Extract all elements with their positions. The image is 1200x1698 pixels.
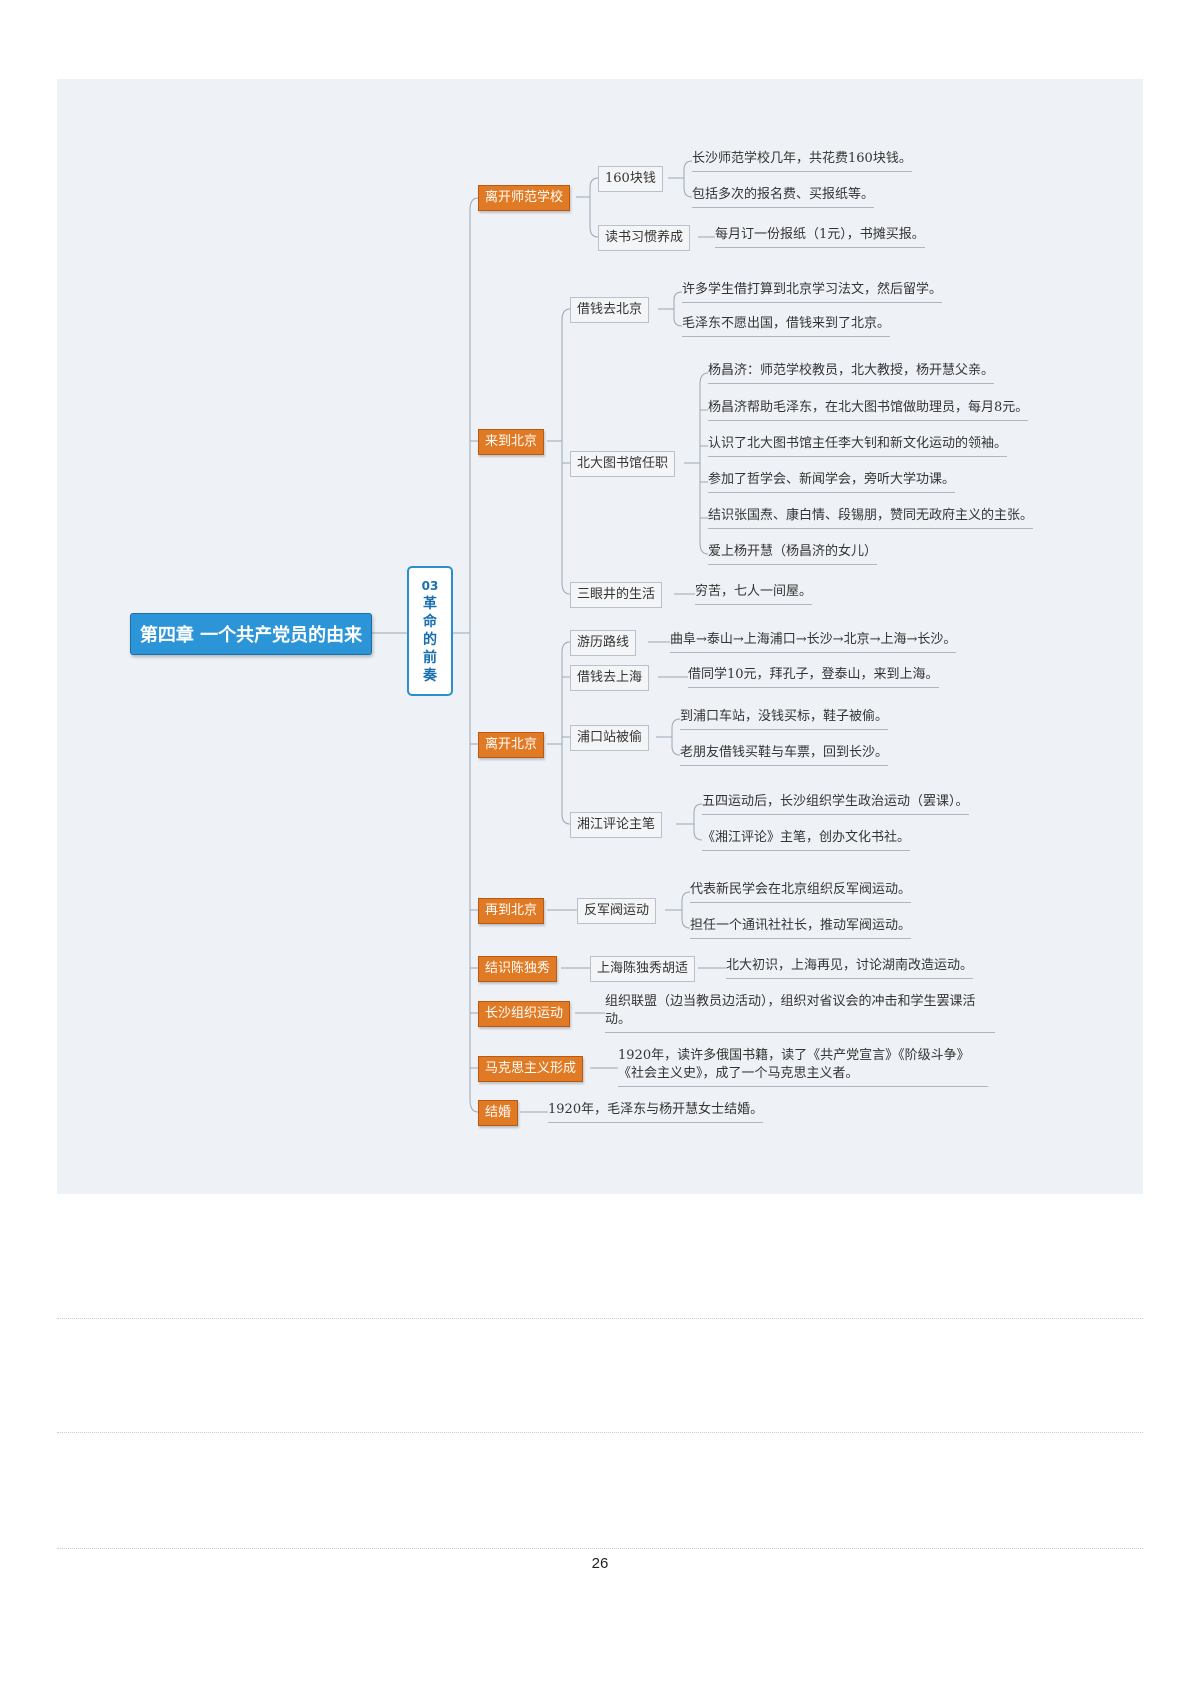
subtopic-xiangjiang-review[interactable]: 湘江评论主笔: [570, 812, 663, 838]
leaf-note: 担任一个通讯社社长，推动军阀运动。: [690, 917, 912, 939]
subtopic-travel-route[interactable]: 游历路线: [570, 630, 637, 656]
leaf-note: 结识张国焘、康白情、段锡朋，赞同无政府主义的主张。: [708, 507, 1034, 529]
leaf-note: 曲阜→泰山→上海浦口→长沙→北京→上海→长沙。: [670, 631, 957, 653]
subtopic-sanyanjing-life[interactable]: 三眼井的生活: [570, 582, 663, 608]
leaf-note: 杨昌济：师范学校教员，北大教授，杨开慧父亲。: [708, 362, 995, 384]
leaf-note: 认识了北大图书馆主任李大钊和新文化运动的领袖。: [708, 435, 1008, 457]
leaf-note: 代表新民学会在北京组织反军阀运动。: [690, 881, 912, 903]
topic-number: 03: [421, 579, 439, 593]
leaf-note: 组织联盟（边当教员边活动），组织对省议会的冲击和学生罢课活动。: [605, 993, 995, 1033]
leaf-note: 长沙师范学校几年，共花费160块钱。: [692, 150, 912, 172]
leaf-note: 许多学生借打算到北京学习法文，然后留学。: [682, 281, 943, 303]
leaf-note: 《湘江评论》主笔，创办文化书社。: [702, 829, 911, 851]
leaf-note: 每月订一份报纸（1元），书摊买报。: [715, 226, 925, 248]
branch-arrive-beijing[interactable]: 来到北京: [478, 429, 545, 455]
leaf-note: 包括多次的报名费、买报纸等。: [692, 186, 875, 208]
subtopic-borrow-money-beijing[interactable]: 借钱去北京: [570, 297, 650, 323]
leaf-note: 爱上杨开慧（杨昌济的女儿）: [708, 543, 878, 565]
leaf-note: 1920年，读许多俄国书籍，读了《共产党宣言》《阶级斗争》《社会主义史》，成了一…: [618, 1047, 988, 1087]
dotted-divider: [57, 1432, 1143, 1433]
dotted-divider: [57, 1318, 1143, 1319]
subtopic-peking-library[interactable]: 北大图书馆任职: [570, 451, 676, 477]
leaf-note: 1920年，毛泽东与杨开慧女士结婚。: [548, 1101, 764, 1123]
subtopic-reading-habit[interactable]: 读书习惯养成: [598, 225, 691, 251]
subtopic-pukou-theft[interactable]: 浦口站被偷: [570, 725, 650, 751]
leaf-note: 毛泽东不愿出国，借钱来到了北京。: [682, 315, 891, 337]
branch-marriage[interactable]: 结婚: [478, 1100, 519, 1126]
leaf-note: 杨昌济帮助毛泽东，在北大图书馆做助理员，每月8元。: [708, 399, 1029, 421]
dotted-divider: [57, 1548, 1143, 1549]
leaf-note: 穷苦，七人一间屋。: [695, 583, 813, 605]
subtopic-anti-warlord[interactable]: 反军阀运动: [577, 898, 657, 924]
branch-return-beijing[interactable]: 再到北京: [478, 898, 545, 924]
topic-title: 革命的前奏: [423, 596, 437, 684]
branch-changsha-movement[interactable]: 长沙组织运动: [478, 1001, 571, 1027]
leaf-note: 五四运动后，长沙组织学生政治运动（罢课）。: [702, 793, 969, 815]
leaf-note: 参加了哲学会、新闻学会，旁听大学功课。: [708, 471, 956, 493]
branch-marxism-formed[interactable]: 马克思主义形成: [478, 1056, 584, 1082]
branch-meet-chen-duxiu[interactable]: 结识陈独秀: [478, 956, 558, 982]
subtopic-160-yuan[interactable]: 160块钱: [598, 166, 663, 192]
central-topic[interactable]: 03 革命的前奏: [407, 566, 453, 696]
page-number: 26: [591, 1555, 609, 1572]
branch-leave-beijing[interactable]: 离开北京: [478, 732, 545, 758]
subtopic-shanghai-chen-hu[interactable]: 上海陈独秀胡适: [590, 956, 696, 982]
leaf-note: 到浦口车站，没钱买标，鞋子被偷。: [680, 708, 889, 730]
leaf-note: 北大初识，上海再见，讨论湖南改造运动。: [726, 957, 974, 979]
branch-leave-normal-school[interactable]: 离开师范学校: [478, 185, 571, 211]
root-topic[interactable]: 第四章 一个共产党员的由来: [130, 613, 372, 655]
subtopic-borrow-money-shanghai[interactable]: 借钱去上海: [570, 665, 650, 691]
leaf-note: 借同学10元，拜孔子，登泰山，来到上海。: [688, 666, 939, 688]
leaf-note: 老朋友借钱买鞋与车票，回到长沙。: [680, 744, 889, 766]
